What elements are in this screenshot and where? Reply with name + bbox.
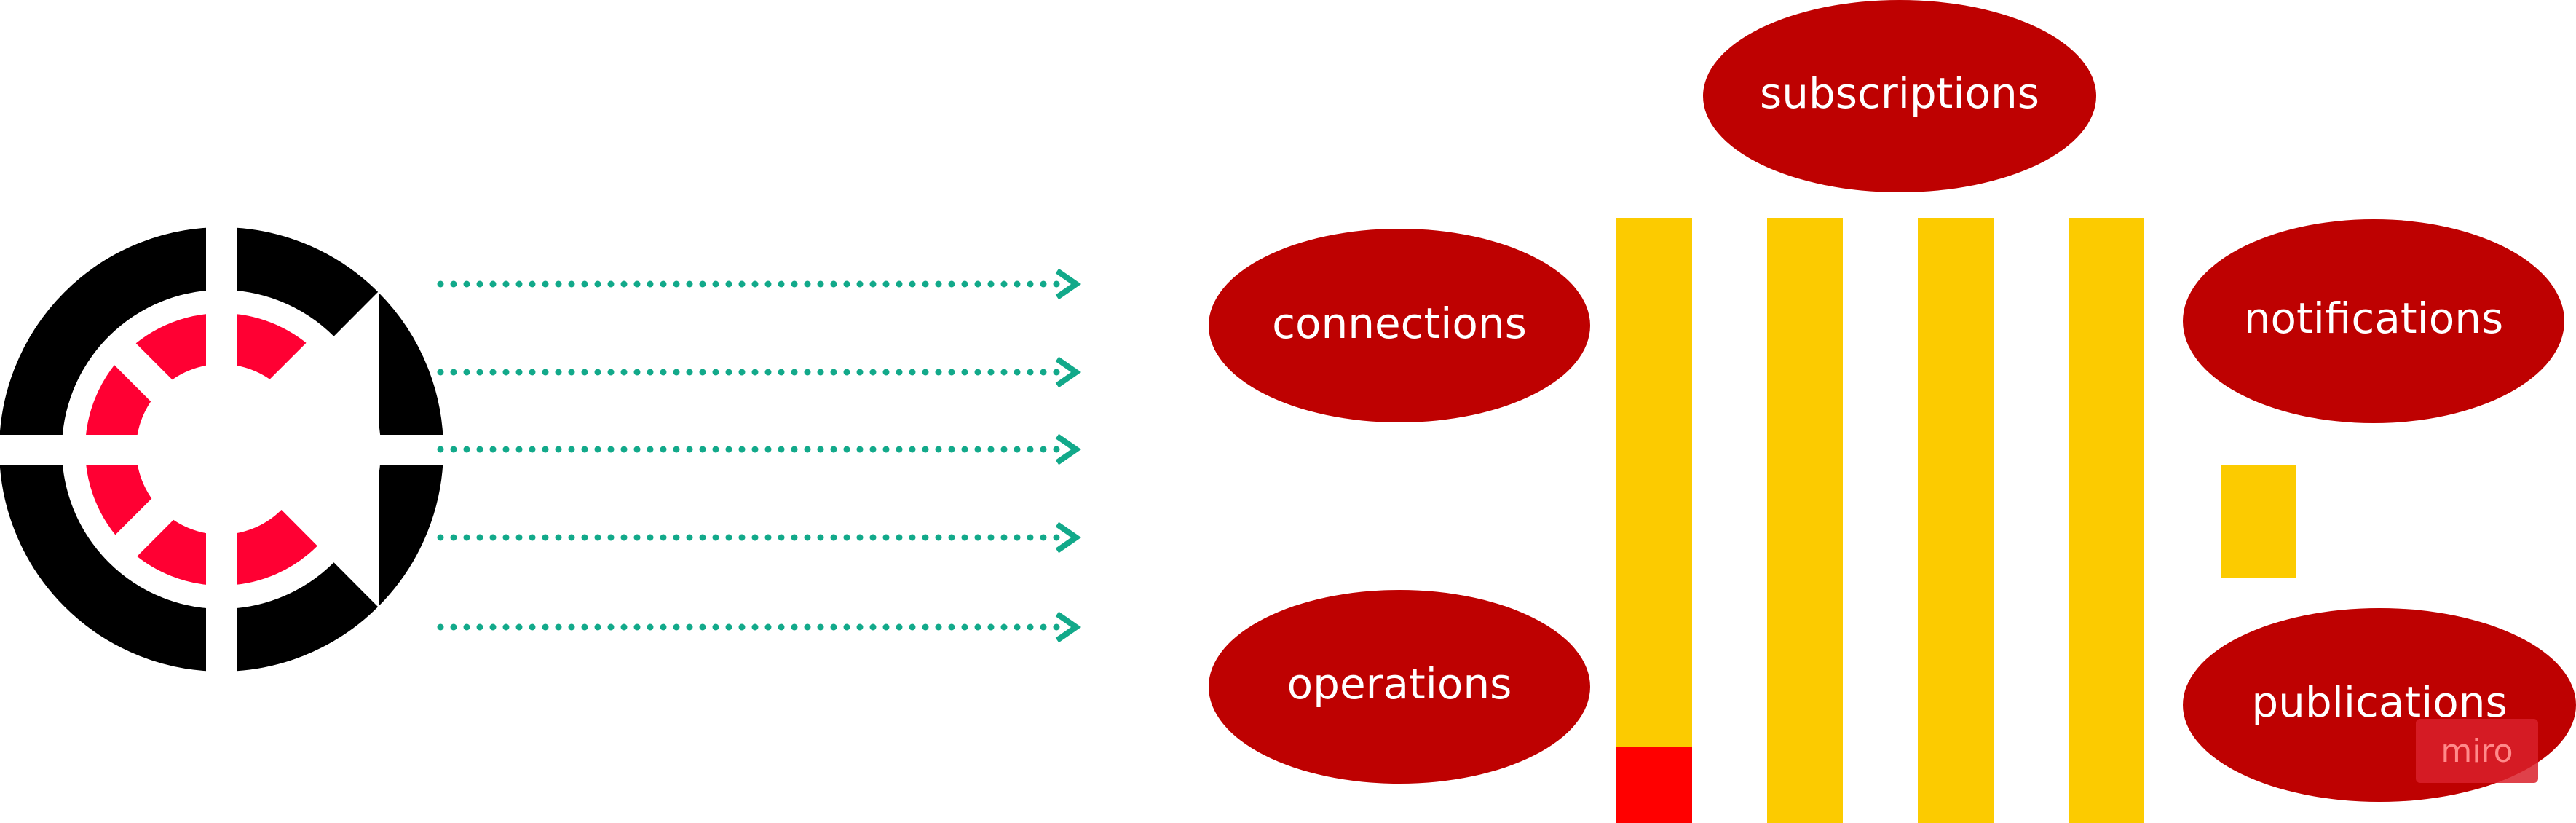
column-1-alert bbox=[1616, 747, 1692, 823]
node-notifications-label: notifications bbox=[2244, 294, 2503, 343]
node-connections-label: connections bbox=[1272, 299, 1527, 348]
miro-watermark: miro bbox=[2416, 719, 2538, 783]
node-subscriptions-label: subscriptions bbox=[1760, 68, 2039, 118]
dotted-arrow bbox=[437, 356, 1082, 388]
node-publications-label: publications bbox=[2251, 677, 2507, 727]
node-operations-label: operations bbox=[1287, 659, 1512, 709]
miro-watermark-label: miro bbox=[2441, 733, 2513, 770]
dotted-arrow bbox=[437, 521, 1082, 554]
column-3 bbox=[1918, 218, 1994, 823]
column-4 bbox=[2069, 218, 2144, 823]
column-1 bbox=[1616, 218, 1692, 750]
arrow-group bbox=[437, 268, 1082, 643]
small-block bbox=[2221, 465, 2296, 578]
node-subscriptions: subscriptions bbox=[1703, 0, 2096, 192]
column-2 bbox=[1767, 218, 1843, 823]
node-connections: connections bbox=[1209, 229, 1590, 422]
dotted-arrow bbox=[437, 611, 1082, 643]
logo-icon bbox=[0, 218, 451, 685]
node-operations: operations bbox=[1209, 590, 1590, 784]
dotted-arrow bbox=[437, 433, 1082, 465]
node-notifications: notifications bbox=[2183, 219, 2564, 423]
dotted-arrow bbox=[437, 268, 1082, 300]
logo-c-opening bbox=[221, 291, 379, 607]
